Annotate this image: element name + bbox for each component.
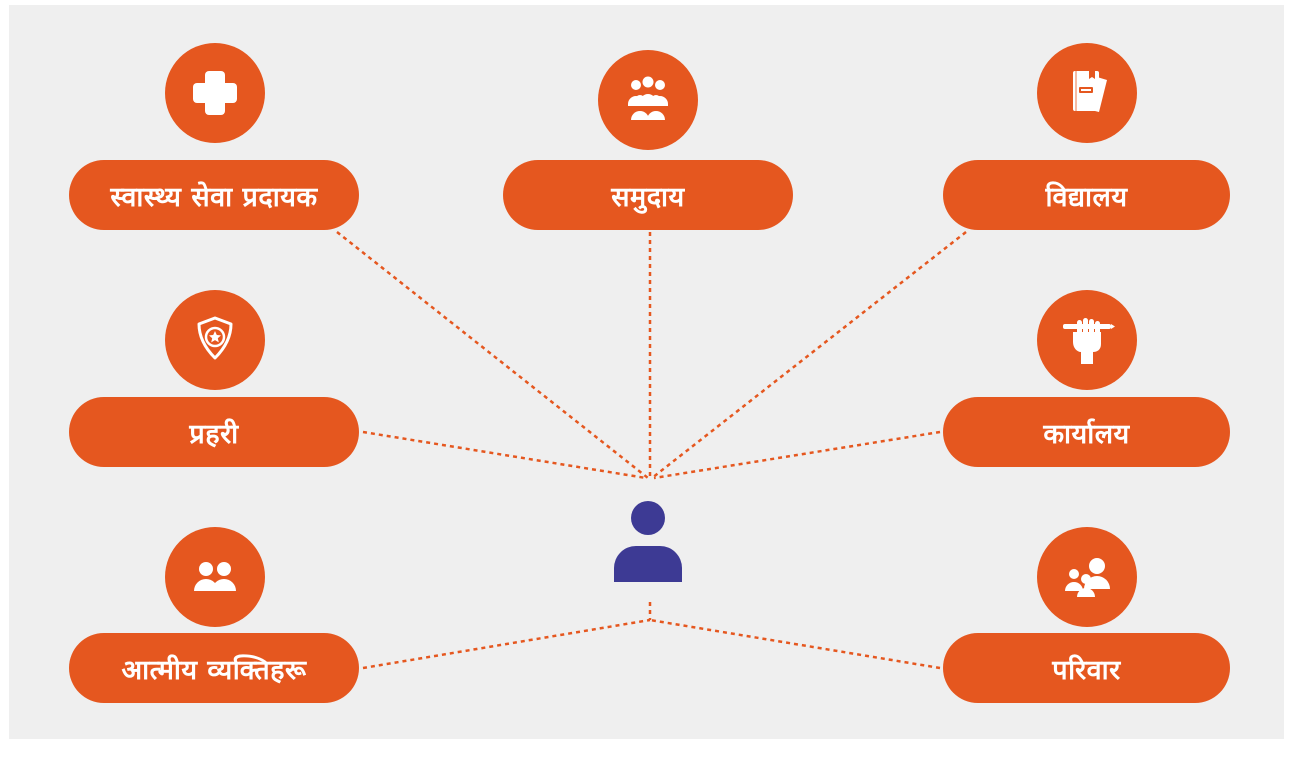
- police-pill: प्रहरी: [69, 397, 359, 467]
- office-pill: कार्यालय: [943, 397, 1230, 467]
- two-people-icon: [165, 527, 265, 627]
- notebook-icon: [1037, 43, 1137, 143]
- school-pill: विद्यालय: [943, 160, 1230, 230]
- close-people-pill: आत्मीय व्यक्तिहरू: [69, 633, 359, 703]
- medical-cross-icon: [165, 43, 265, 143]
- health-provider-label: स्वास्थ्य सेवा प्रदायक: [110, 181, 318, 213]
- person-icon: [612, 500, 684, 584]
- fist-pen-icon: [1037, 290, 1137, 390]
- community-group-icon: [598, 50, 698, 150]
- police-label: प्रहरी: [189, 418, 239, 450]
- family-pill: परिवार: [943, 633, 1230, 703]
- close-people-label: आत्मीय व्यक्तिहरू: [121, 654, 307, 686]
- office-label: कार्यालय: [1043, 418, 1130, 450]
- school-label: विद्यालय: [1045, 181, 1128, 213]
- police-badge-icon: [165, 290, 265, 390]
- community-pill: समुदाय: [503, 160, 793, 230]
- community-label: समुदाय: [611, 181, 685, 213]
- family-icon: [1037, 527, 1137, 627]
- family-label: परिवार: [1052, 654, 1121, 686]
- health-provider-pill: स्वास्थ्य सेवा प्रदायक: [69, 160, 359, 230]
